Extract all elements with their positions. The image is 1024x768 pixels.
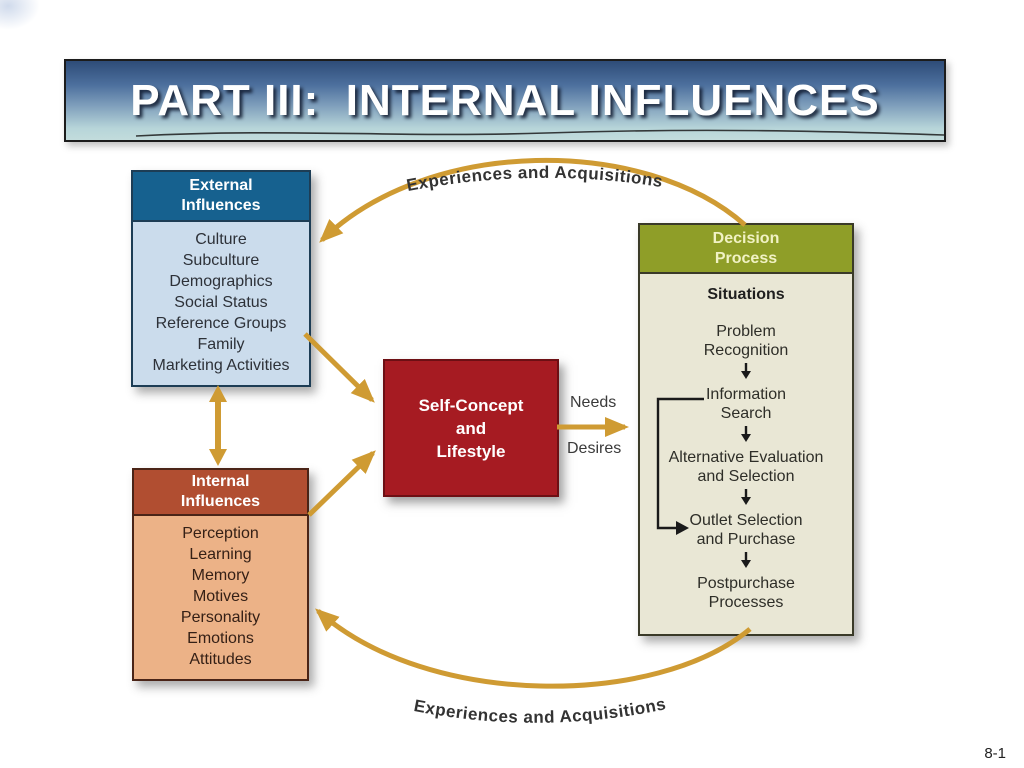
- internal-to-self-arrow: [307, 450, 376, 517]
- page-number: 8-1: [984, 745, 1006, 762]
- external-to-self-arrow: [303, 332, 375, 403]
- list-item: Demographics: [169, 273, 273, 290]
- decision-process-box: Decision Process Situations Problem Reco…: [638, 223, 854, 636]
- down-arrow-icon: [741, 363, 751, 379]
- decision-step: Outlet Selection and Purchase: [689, 512, 803, 548]
- list-item: Reference Groups: [155, 315, 287, 332]
- external-influences-list: Culture Subculture Demographics Social S…: [133, 222, 309, 376]
- decision-step: Information Search: [705, 386, 787, 422]
- list-item: Social Status: [174, 294, 268, 311]
- list-item: Culture: [195, 231, 247, 248]
- page-title: PART III: INTERNAL INFLUENCES: [130, 75, 880, 125]
- decision-step: Postpurchase Processes: [697, 575, 795, 611]
- down-arrow-icon: [741, 489, 751, 505]
- list-item: Motives: [192, 588, 249, 605]
- up-arrowhead-icon: [209, 385, 227, 402]
- needs-label: Needs: [570, 394, 617, 411]
- desires-label: Desires: [567, 440, 622, 457]
- bottom-arc-label: Experiences and Acquisitions: [412, 694, 667, 727]
- down-arrowhead-icon: [209, 449, 227, 466]
- internal-influences-list: Perception Learning Memory Motives Perso…: [134, 516, 307, 670]
- list-item: Personality: [180, 609, 261, 626]
- top-arc-label: Experiences and Acquisitions: [405, 163, 664, 195]
- list-item: Family: [197, 336, 245, 353]
- corner-decoration: [0, 0, 40, 30]
- down-arrow-icon: [741, 552, 751, 568]
- list-item: Marketing Activities: [152, 357, 290, 374]
- external-influences-box: External Influences Culture Subculture D…: [131, 170, 311, 387]
- list-item: Learning: [189, 546, 252, 563]
- situations-label: Situations: [707, 286, 785, 303]
- internal-influences-header: Internal Influences: [134, 470, 307, 516]
- list-item: Emotions: [187, 630, 254, 647]
- down-arrow-icon: [741, 426, 751, 442]
- title-banner: PART III: INTERNAL INFLUENCES: [64, 59, 946, 142]
- list-item: Subculture: [182, 252, 260, 269]
- external-influences-header: External Influences: [133, 172, 309, 222]
- list-item: Attitudes: [189, 651, 252, 668]
- decision-process-body: Situations Problem Recognition Informati…: [640, 274, 852, 612]
- banner-wave-decoration: [135, 129, 944, 137]
- decision-process-header: Decision Process: [640, 225, 852, 274]
- decision-step: Alternative Evaluation and Selection: [668, 449, 824, 485]
- self-concept-box: Self-Concept and Lifestyle: [383, 359, 559, 497]
- top-arc-label-text: Experiences and Acquisitions: [405, 163, 664, 195]
- self-concept-label: Self-Concept and Lifestyle: [418, 395, 524, 461]
- bottom-arc-label-text: Experiences and Acquisitions: [412, 694, 667, 727]
- internal-influences-box: Internal Influences Perception Learning …: [132, 468, 309, 681]
- list-item: Perception: [182, 525, 259, 542]
- decision-step: Problem Recognition: [703, 323, 789, 359]
- list-item: Memory: [191, 567, 250, 584]
